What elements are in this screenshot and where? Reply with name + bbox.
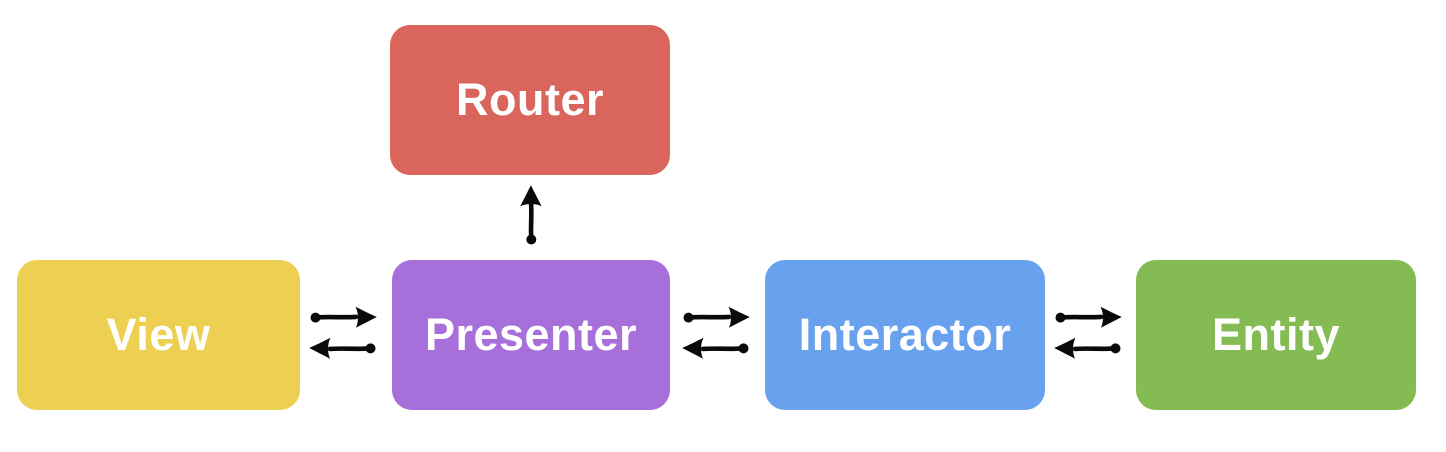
node-view: View <box>17 260 300 410</box>
arrow-entity-to-interactor-icon <box>1054 337 1121 359</box>
arrow-presenter-to-router <box>517 183 545 245</box>
node-entity-label: Entity <box>1211 309 1340 360</box>
arrow-up-icon <box>520 185 542 245</box>
node-router-label: Router <box>456 74 604 125</box>
node-interactor-label: Interactor <box>798 309 1012 360</box>
arrow-view-to-presenter-icon <box>310 306 377 328</box>
node-presenter: Presenter <box>392 260 670 410</box>
arrow-pair-interactor-entity <box>1051 304 1125 361</box>
node-interactor: Interactor <box>765 260 1045 410</box>
arrow-interactor-to-entity-icon <box>1055 306 1122 328</box>
arrow-presenter-to-view-icon <box>309 337 376 359</box>
node-router: Router <box>390 25 670 175</box>
node-entity: Entity <box>1136 260 1416 410</box>
node-presenter-label: Presenter <box>424 309 638 360</box>
arrow-pair-view-presenter <box>306 304 380 361</box>
arrow-presenter-to-interactor-icon <box>683 306 750 328</box>
arrow-interactor-to-presenter-icon <box>682 337 749 359</box>
node-view-label: View <box>106 309 211 360</box>
arrow-pair-presenter-interactor <box>679 304 753 361</box>
